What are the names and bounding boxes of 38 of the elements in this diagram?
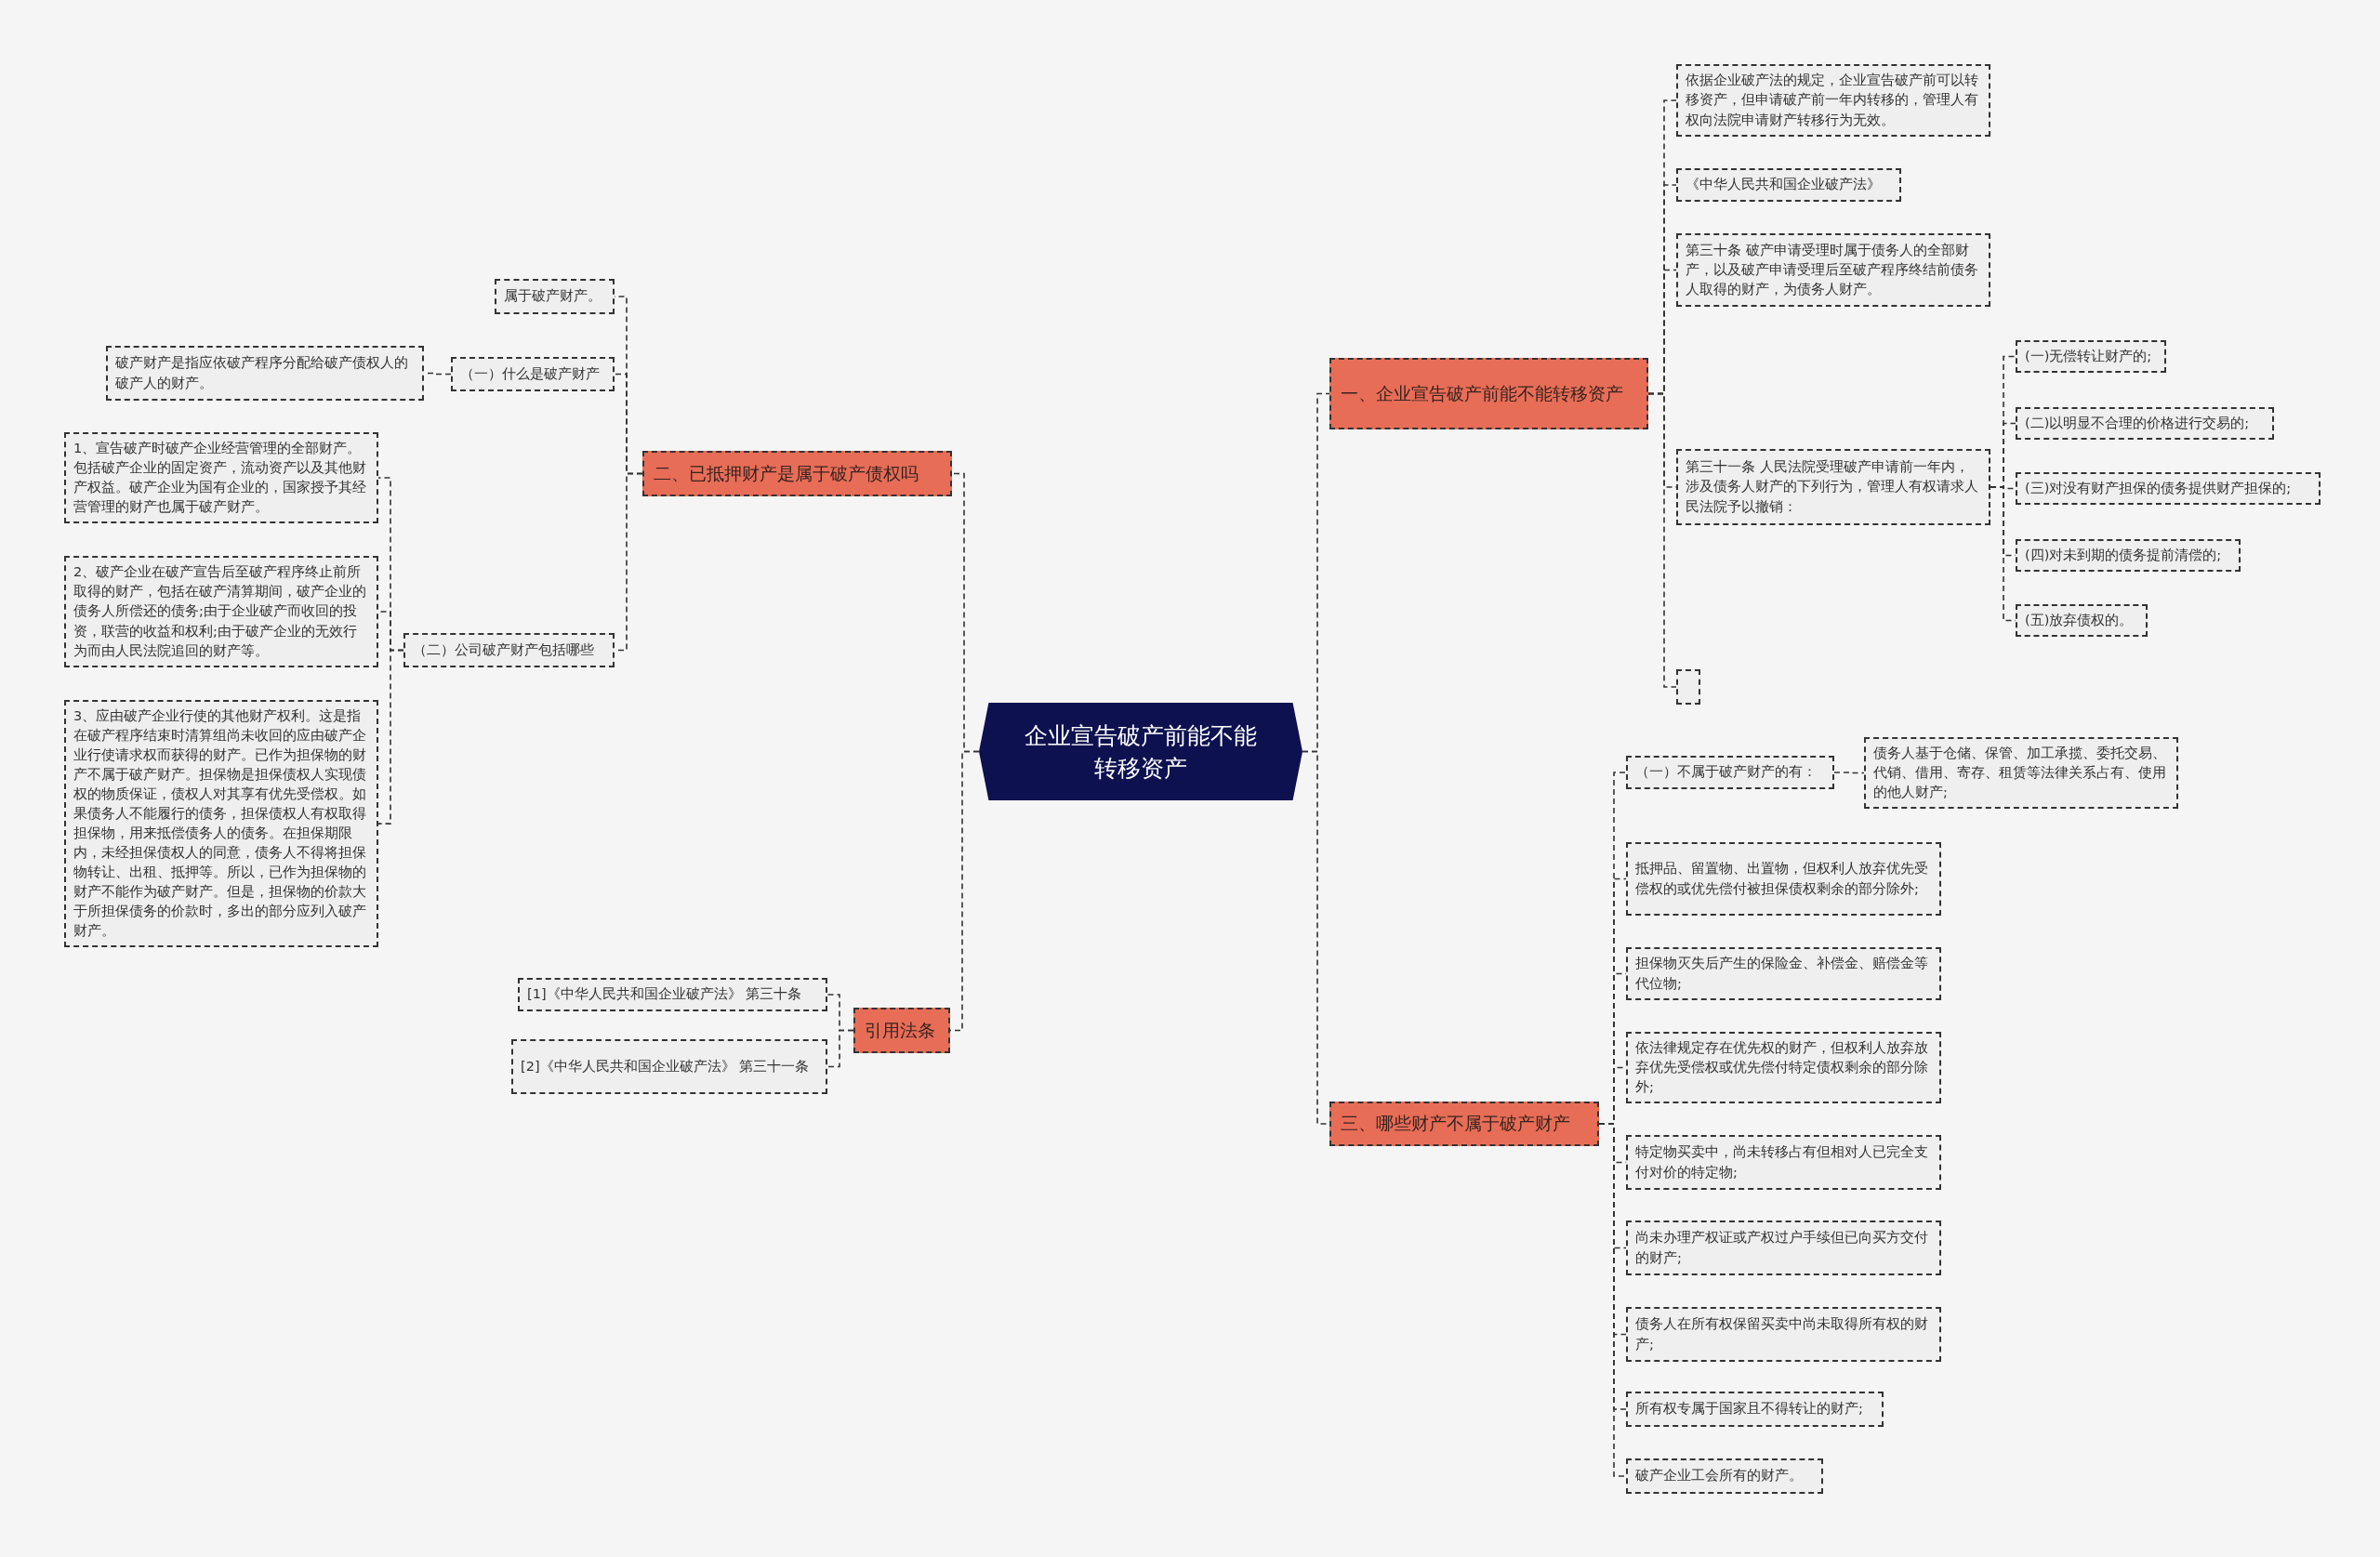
note-box: 依法律规定存在优先权的财产，但权利人放弃放弃优先受偿权或优先偿付特定债权剩余的部分除外; [1626,1032,1941,1104]
connector-line [826,1029,854,1068]
note-box: 2、破产企业在破产宣告后至破产程序终止前所取得的财产，包括在破产清算期间，破产企业的债务人所偿还的债务;由于企业破产而收回的投资，联营的收益和权利;由于破产企业的无效行为而由人民法院追回的财产等。 [64,556,378,667]
connector-line [377,649,404,825]
connector-line [1647,392,1677,688]
note-box: (一)无偿转让财产的; [2016,340,2166,373]
note-box: 担保物灭失后产生的保险金、补偿金、赔偿金等代位物; [1626,947,1941,1000]
note-box: 《中华人民共和国企业破产法》 [1676,168,1901,202]
note-box: 特定物买卖中，尚未转移占有但相对人已完全支付对价的特定物; [1626,1135,1941,1190]
note-box: 尚未办理产权证或产权过户手续但已向买方交付的财产; [1626,1221,1941,1275]
central-topic: 企业宣告破产前能不能转移资产 [979,703,1302,800]
note-box: (五)放弃债权的。 [2016,604,2148,637]
note-box: [2]《中华人民共和国企业破产法》 第三十一条 [511,1039,827,1094]
topic-box: 一、企业宣告破产前能不能转移资产 [1329,358,1648,429]
note-box: （二）公司破产财产包括哪些 [403,633,615,667]
note-box: （一）什么是破产财产 [451,357,615,391]
note-box: 3、应由破产企业行使的其他财产权利。这是指在破产程序结束时清算组尚未收回的应由破产企业行使请求权而获得的财产。已作为担保物的财产不属于破产财产。担保物是担保债权人实现债权的物质保证，债权人对其享有优先受偿权。如果债务人不能履行的债务，担保债权人有权取得担保物，用来抵偿债务人的债务。在担保期限内，未经担保债权人的同意，债务人不得将担保物转让、出租、抵押等。所以，已作为担保物的财产不能作为破产财产。但是，担保物的价款大于所担保债务的价款时，多出的部分应列入破产财产。 [64,700,378,948]
note-box: 1、宣告破产时破产企业经营管理的全部财产。包括破产企业的固定资产，流动资产以及其他财产权益。破产企业为国有企业的，国家授予其经营管理的财产也属于破产财产。 [64,432,378,524]
note-box: 属于破产财产。 [495,279,615,314]
note-box: 第三十条 破产申请受理时属于债务人的全部财产，以及破产申请受理后至破产程序终结前债务人取得的财产，为债务人财产。 [1676,233,1990,307]
empty-box [1676,669,1700,705]
note-box: 破产财产是指应依破产程序分配给破产债权人的破产人的财产。 [106,346,424,401]
note-box: (三)对没有财产担保的债务提供财产担保的; [2016,472,2320,505]
connector-line [1833,772,1865,774]
topic-box: 二、已抵押财产是属于破产债权吗 [642,451,952,496]
note-box: 债务人在所有权保留买卖中尚未取得所有权的财产; [1626,1307,1941,1362]
note-box: 第三十一条 人民法院受理破产申请前一年内，涉及债务人财产的下列行为，管理人有权请求人民法院予以撤销： [1676,449,1990,525]
note-box: 依据企业破产法的规定，企业宣告破产前可以转移资产，但申请破产前一年内转移的，管理人有权向法院申请财产转移行为无效。 [1676,64,1990,137]
note-box: (四)对未到期的债务提前清偿的; [2016,539,2241,572]
note-box: 破产企业工会所有的财产。 [1626,1458,1823,1494]
note-box: 所有权专属于国家且不得转让的财产; [1626,1392,1884,1427]
note-box: [1]《中华人民共和国企业破产法》 第三十条 [518,978,827,1011]
note-box: （一）不属于破产财产的有： [1626,756,1834,789]
note-box: 抵押品、留置物、出置物，但权利人放弃优先受偿权的或优先偿付被担保债权剩余的部分除外; [1626,842,1941,916]
note-box: 债务人基于仓储、保管、加工承揽、委托交易、代销、借用、寄存、租赁等法律关系占有、使用的他人财产; [1864,737,2178,810]
topic-box: 三、哪些财产不属于破产财产 [1329,1102,1599,1146]
topic-box: 引用法条 [853,1008,950,1053]
note-box: (二)以明显不合理的价格进行交易的; [2016,407,2274,440]
